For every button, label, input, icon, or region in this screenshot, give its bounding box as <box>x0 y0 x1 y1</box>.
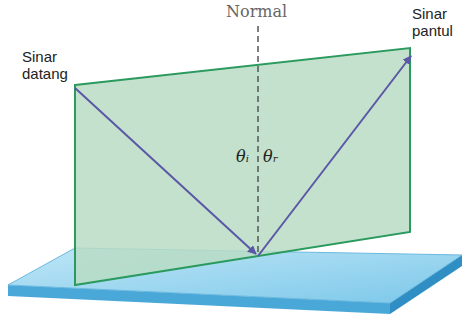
incident-ray <box>75 88 256 254</box>
normal-label: Normal <box>226 3 296 21</box>
plane-of-incidence <box>75 48 410 285</box>
ray-label: Sinar pantul <box>412 5 464 40</box>
reflected-ray <box>258 56 411 256</box>
ray-label: Sinar datang <box>22 48 82 83</box>
angle-label: θᵢ <box>236 148 256 166</box>
normal-line <box>257 26 259 256</box>
angle-label: θᵣ <box>263 148 283 166</box>
